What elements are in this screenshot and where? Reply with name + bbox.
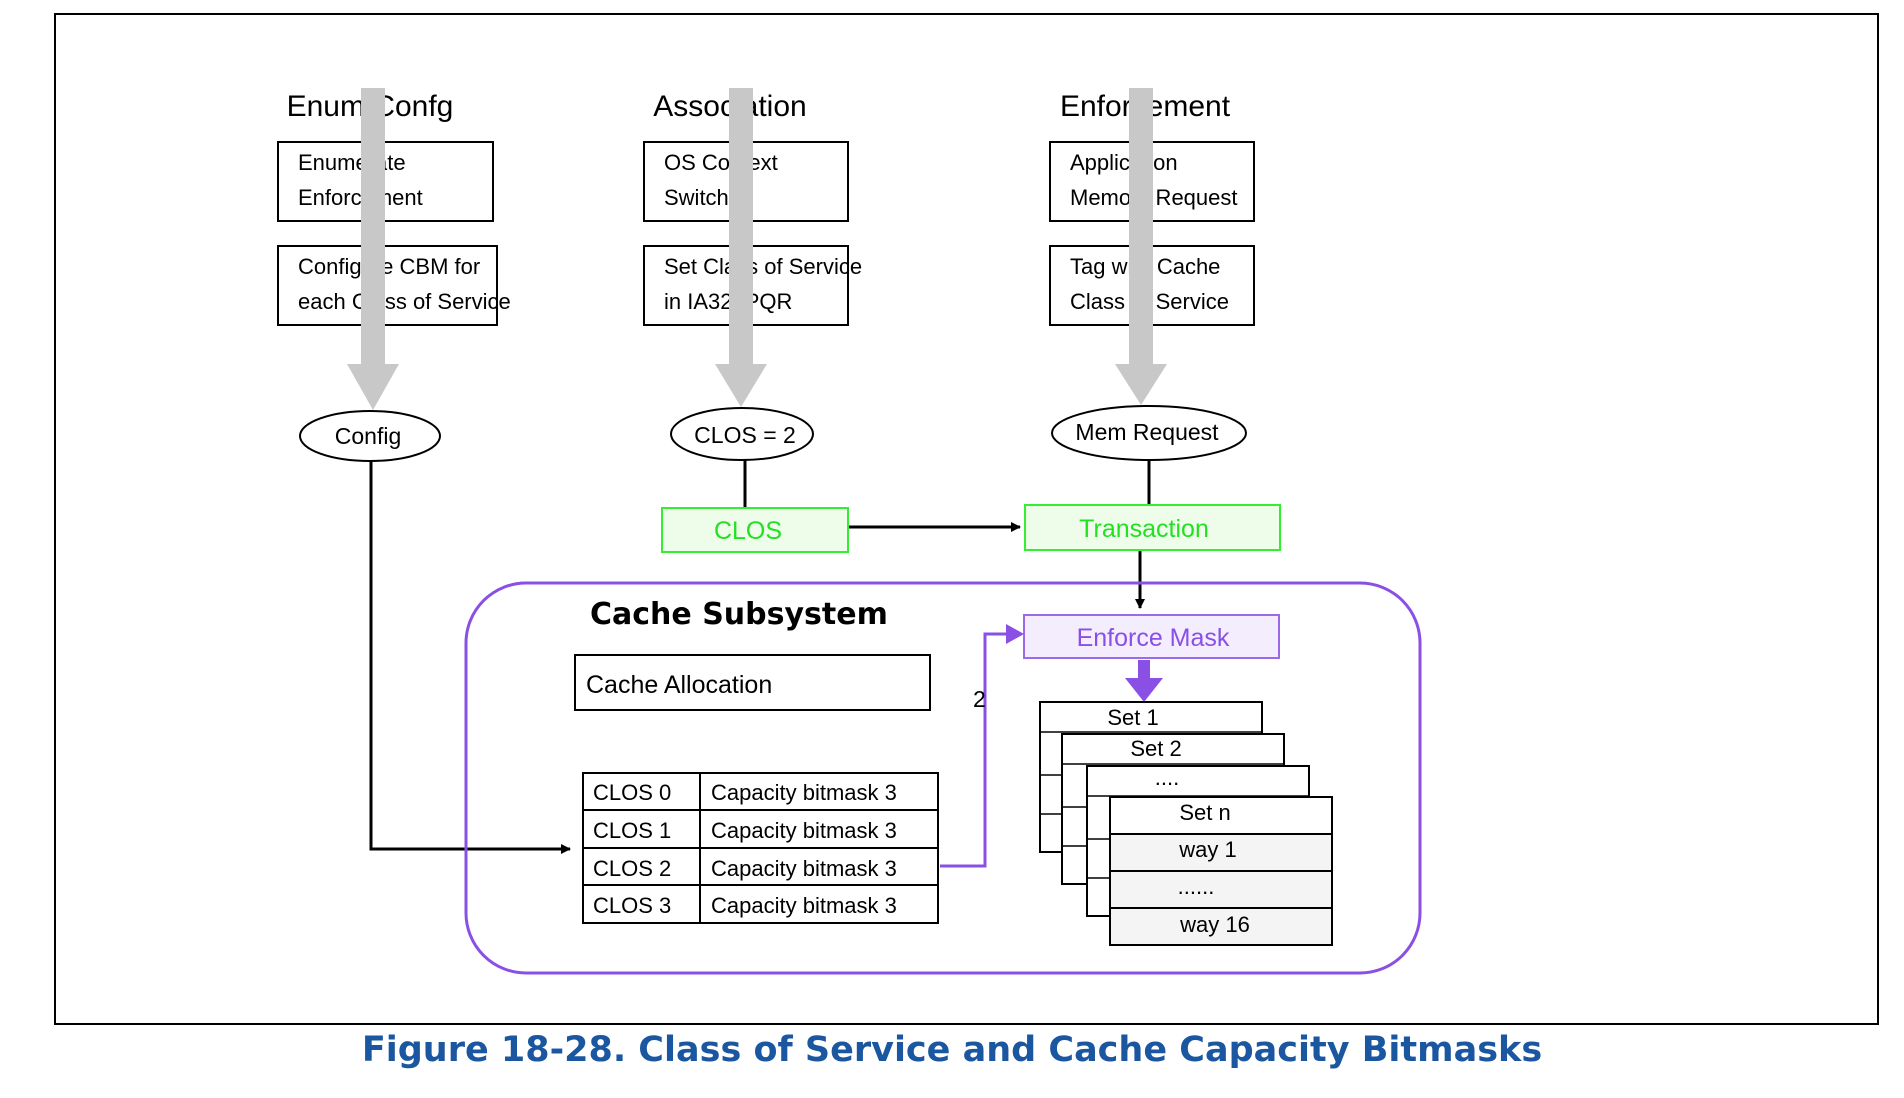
table-cell-bitmask-3: Capacity bitmask 3 [711,893,897,918]
table-cell-clos-0: CLOS 0 [593,780,671,805]
svg-text:Set 1: Set 1 [1107,705,1158,730]
cache-allocation-box: Cache Allocation [574,654,931,711]
grey-flow-arrow-enforce [1115,88,1167,405]
arrow-config-to-clos-table [369,461,571,854]
svg-text:OS Context: OS Context [664,150,778,175]
svg-text:Enforce Mask: Enforce Mask [1077,624,1230,652]
svg-text:Set n: Set n [1179,800,1230,825]
svg-text:Configure CBM for: Configure CBM for [298,254,480,279]
svg-text:Cache Allocation: Cache Allocation [586,671,772,699]
svg-text:Enforcement: Enforcement [298,185,423,210]
svg-text:in IA32_PQR: in IA32_PQR [664,289,792,314]
cache-subsystem-container [464,581,1422,975]
svg-text:Set 2: Set 2 [1130,736,1181,761]
figure-caption: Figure 18-28. Class of Service and Cache… [361,1030,1543,1070]
cache-subsystem-title: Cache Subsystem [590,597,888,632]
purple-link-clos2-to-enforce-mask [940,632,1008,868]
enum-step-enumerate: Enumerate Enforcement [277,141,494,222]
svg-text:Switch: Switch [664,185,729,210]
assoc-step-set-class: Set Class of Service in IA32_PQR [643,245,862,326]
green-transaction-box: Transaction [1024,504,1281,551]
way-1-label: way 1 [1178,837,1236,862]
enforce-mask-box: Enforce Mask [1023,614,1280,659]
svg-text:....: .... [1155,765,1179,790]
cache-set-n: Set n way 1 ...... way 16 [1109,796,1333,946]
table-cell-bitmask-0: Capacity bitmask 3 [711,780,897,805]
way-16-label: way 16 [1179,912,1250,937]
svg-text:Transaction: Transaction [1079,515,1209,543]
node-mem-request: Mem Request [1051,405,1247,461]
green-clos-box: CLOS [661,507,849,553]
svg-text:CLOS: CLOS [714,517,782,545]
grey-flow-arrow-assoc [715,88,767,407]
table-cell-clos-3: CLOS 3 [593,893,671,918]
arrow-enforce-mask-to-sets [1125,660,1163,702]
table-cell-clos-1: CLOS 1 [593,818,671,843]
way-ellipsis-label: ...... [1178,874,1215,899]
svg-text:Mem Request: Mem Request [1075,419,1219,445]
svg-text:each Class of Service: each Class of Service [298,289,511,314]
node-clos-eq-2: CLOS = 2 [670,407,814,461]
svg-text:CLOS = 2: CLOS = 2 [694,422,796,448]
svg-text:Memory Request: Memory Request [1070,185,1238,210]
svg-text:Config: Config [335,423,401,449]
table-cell-bitmask-1: Capacity bitmask 3 [711,818,897,843]
grey-flow-arrow-enum [347,88,399,410]
svg-text:Set Class of Service: Set Class of Service [664,254,862,279]
clos-bitmask-table: CLOS 0 Capacity bitmask 3 CLOS 1 Capacit… [582,772,939,924]
table-cell-clos-2: CLOS 2 [593,856,671,881]
purple-arrowhead-to-enforce-mask [1006,624,1024,644]
table-cell-bitmask-2: Capacity bitmask 3 [711,856,897,881]
enum-step-configure-cbm: Configure CBM for each Class of Service [277,245,511,326]
svg-text:Enumerate: Enumerate [298,150,406,175]
node-config: Config [299,410,441,462]
svg-text:Application: Application [1070,150,1178,175]
edge-label-2: 2 [973,686,986,712]
